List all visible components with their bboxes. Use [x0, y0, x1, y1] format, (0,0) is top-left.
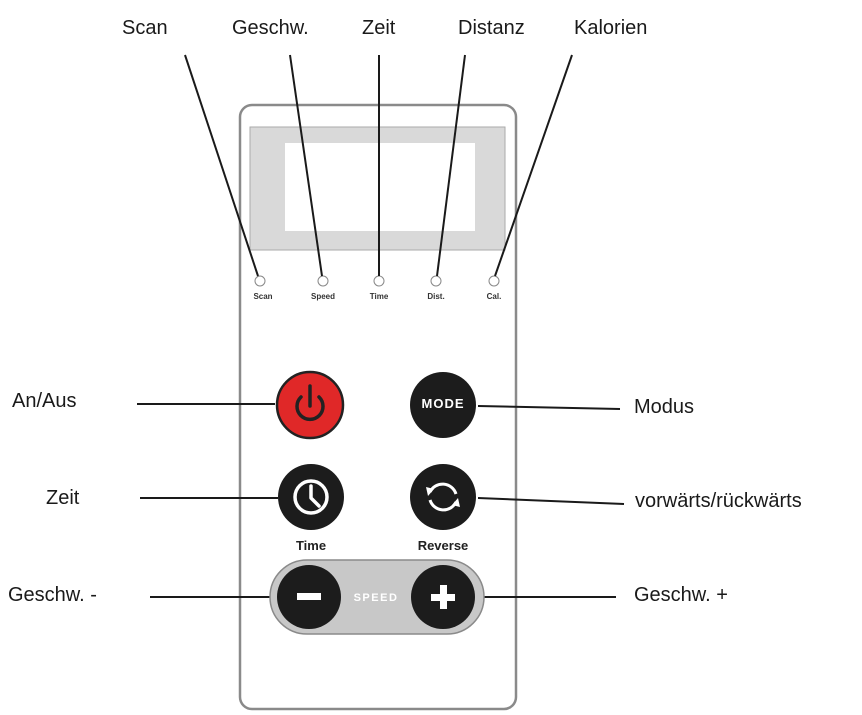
callout-line-calories [494, 54, 573, 277]
callout-line-scan [184, 54, 259, 277]
label-speed-minus: Geschw. - [8, 584, 97, 606]
label-time: Zeit [46, 487, 80, 509]
label-speed-plus: Geschw. + [634, 584, 728, 606]
indicator-label-speed: Speed [310, 292, 335, 301]
indicator-label-calories: Cal. [486, 292, 502, 301]
callout-line-distance [436, 54, 466, 277]
speed-pill-text: SPEED [353, 592, 399, 604]
indicator-led-time [373, 275, 385, 287]
callout-line-mode [477, 405, 621, 410]
plus-icon-v [440, 585, 447, 609]
top-label-speed: Geschw. [232, 17, 309, 39]
reverse-icon-arrow-bottom [452, 498, 460, 507]
top-label-calories: Kalorien [574, 17, 648, 39]
clock-hands-icon [309, 484, 321, 508]
reverse-button[interactable] [410, 464, 476, 530]
indicator-label-scan: Scan [253, 292, 273, 301]
mode-button[interactable] [410, 372, 476, 438]
reverse-icon-arrow-top [426, 487, 434, 496]
label-mode: Modus [634, 396, 695, 418]
minus-icon [297, 593, 321, 600]
callout-line-reverse [477, 497, 625, 505]
indicator-led-scan [254, 275, 266, 287]
indicator-led-calories [488, 275, 500, 287]
time-button-caption: Time [295, 538, 327, 553]
reverse-button-caption: Reverse [417, 538, 469, 553]
top-label-scan: Scan [122, 17, 168, 39]
label-power: An/Aus [12, 390, 77, 412]
callout-line-speed [289, 54, 323, 277]
indicator-led-speed [317, 275, 329, 287]
indicator-led-distance [430, 275, 442, 287]
top-label-time: Zeit [362, 17, 396, 39]
power-icon [295, 395, 325, 422]
top-label-distance: Distanz [458, 17, 525, 39]
indicator-label-distance: Dist. [427, 292, 445, 301]
clock-icon [293, 479, 329, 515]
mode-button-text: MODE [421, 396, 465, 411]
label-reverse: vorwärts/rückwärts [635, 490, 802, 512]
indicator-label-time: Time [369, 292, 389, 301]
